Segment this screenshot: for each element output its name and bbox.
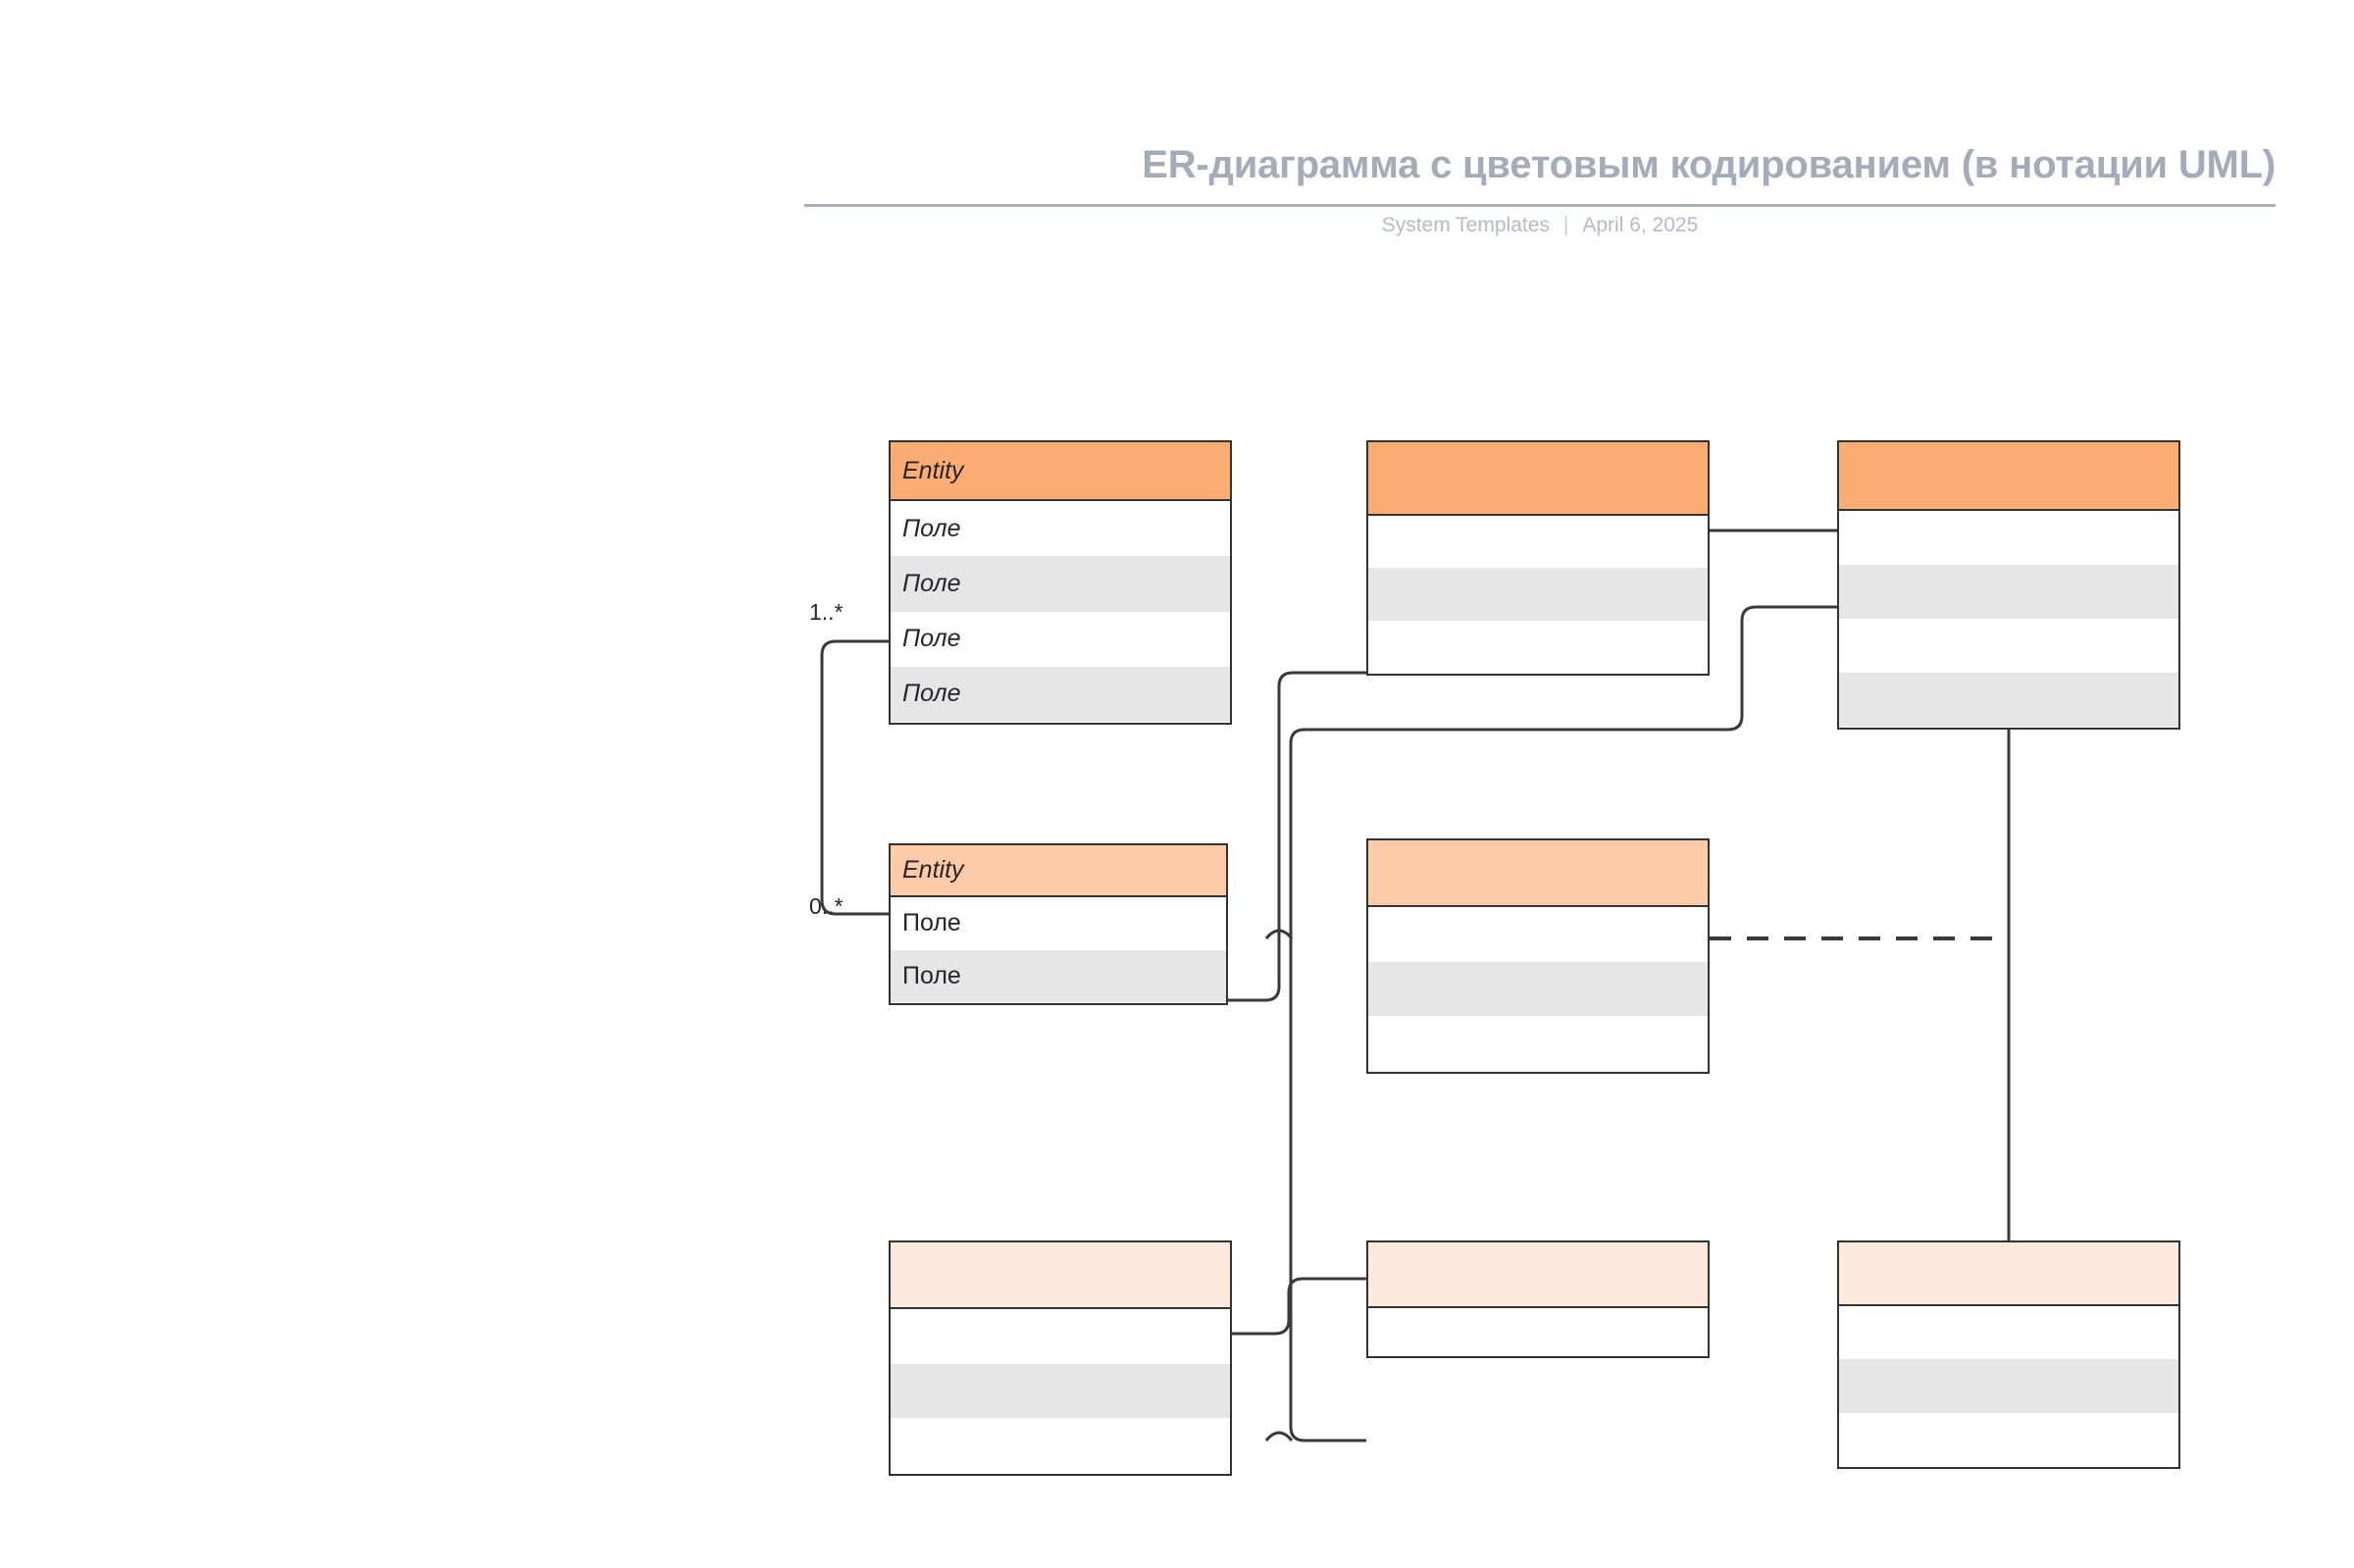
entity-top-left-row[interactable]: Поле <box>891 501 1230 557</box>
entity-mid-center-row[interactable] <box>1368 907 1708 962</box>
entity-top-left-row-label: Поле <box>902 680 961 708</box>
entity-mid-left-row[interactable]: Поле <box>891 949 1226 1002</box>
entity-mid-center-row[interactable] <box>1368 961 1708 1017</box>
subtitle-separator: | <box>1562 214 1569 236</box>
entity-bottom-center-row[interactable] <box>1368 1308 1708 1355</box>
connector-line-hop-1 <box>1264 929 1294 939</box>
entity-top-center-row[interactable] <box>1368 516 1708 569</box>
entity-bottom-center[interactable] <box>1366 1240 1710 1358</box>
entity-mid-center[interactable] <box>1366 838 1710 1074</box>
entity-top-center[interactable] <box>1366 440 1710 676</box>
entity-top-right-header <box>1839 442 2178 511</box>
entity-bottom-right-row[interactable] <box>1839 1306 2178 1360</box>
mult-zero-to-many: 0..* <box>809 893 844 919</box>
subtitle-source: System Templates <box>1381 214 1550 236</box>
entity-top-left-row-label: Поле <box>902 569 961 597</box>
entity-top-left-row-label: Поле <box>902 514 961 542</box>
entity-top-center-header <box>1368 442 1708 516</box>
entity-top-left-header: Entity <box>891 442 1230 501</box>
entity-top-left-row[interactable]: Поле <box>891 556 1230 612</box>
entity-mid-center-header <box>1368 840 1708 907</box>
entity-bottom-right-header <box>1839 1242 2178 1306</box>
entity-mid-left-title: Entity <box>902 856 964 884</box>
entity-mid-left-row-label: Поле <box>902 909 961 937</box>
connector-mid-left-to-mid-center[interactable] <box>1228 671 1366 1002</box>
connector-line-hop-0 <box>1264 1431 1294 1442</box>
entity-mid-center-row[interactable] <box>1368 1016 1708 1071</box>
entity-bottom-left[interactable] <box>889 1240 1232 1476</box>
entity-top-center-row[interactable] <box>1368 620 1708 673</box>
entity-mid-left-row[interactable]: Поле <box>891 897 1226 950</box>
entity-bottom-left-row[interactable] <box>891 1309 1230 1364</box>
title-divider <box>804 204 2276 207</box>
entity-mid-left-header: Entity <box>891 845 1226 897</box>
entity-bottom-left-row[interactable] <box>891 1418 1230 1473</box>
subtitle-date: April 6, 2025 <box>1582 214 1699 236</box>
entity-top-left-title: Entity <box>902 456 964 484</box>
slide-header: ER-диаграмма с цветовым кодированием (в … <box>804 137 2276 265</box>
entity-top-right-row[interactable] <box>1839 565 2178 619</box>
entity-top-right[interactable] <box>1837 440 2180 730</box>
entity-bottom-left-row[interactable] <box>891 1363 1230 1419</box>
connector-top-left-to-mid-left[interactable] <box>820 639 889 916</box>
entity-top-right-row[interactable] <box>1839 619 2178 673</box>
entity-bottom-center-header <box>1368 1242 1708 1308</box>
page-title: ER-диаграмма с цветовым кодированием (в … <box>1142 143 2276 186</box>
entity-top-right-row[interactable] <box>1839 673 2178 727</box>
subtitle: System Templates | April 6, 2025 <box>804 214 2276 237</box>
entity-top-left-row[interactable]: Поле <box>891 666 1230 722</box>
mult-one-to-many: 1..* <box>809 599 844 625</box>
entity-bottom-left-header <box>891 1242 1230 1309</box>
entity-top-center-row[interactable] <box>1368 568 1708 621</box>
entity-top-right-row[interactable] <box>1839 511 2178 565</box>
entity-top-left-row[interactable]: Поле <box>891 611 1230 667</box>
entity-bottom-right-row[interactable] <box>1839 1412 2178 1466</box>
entity-bottom-right[interactable] <box>1837 1240 2180 1469</box>
connector-bottom-left-to-bottom-center[interactable] <box>1232 1277 1366 1336</box>
entity-mid-left-row-label: Поле <box>902 961 961 989</box>
entity-top-left-row-label: Поле <box>902 625 961 653</box>
entity-bottom-right-row[interactable] <box>1839 1359 2178 1413</box>
